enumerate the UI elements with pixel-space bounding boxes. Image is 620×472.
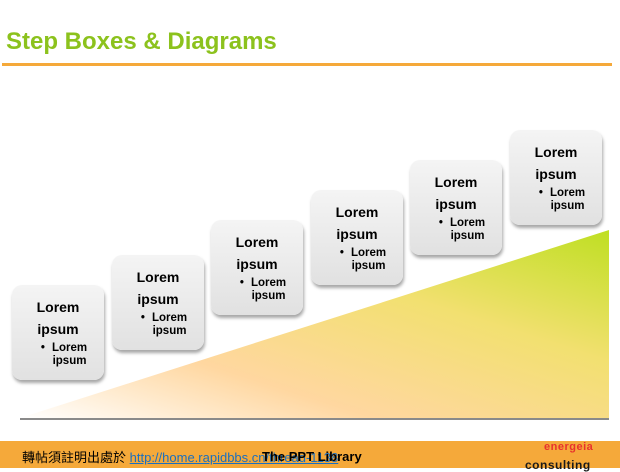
footer-bar	[0, 441, 620, 468]
bullet-dot-icon: •	[239, 277, 244, 289]
title-underline	[2, 63, 612, 66]
brand-logo-line1: energeia	[544, 441, 594, 453]
source-link[interactable]: http://home.rapidbbs.cn/thread-1138	[129, 450, 339, 465]
repost-label: 轉帖須註明出處於	[22, 450, 127, 465]
bullet-dot-icon: •	[40, 342, 45, 354]
footer-repost-note: 轉帖須註明出處於 http://home.rapidbbs.cn/thread-…	[22, 447, 338, 466]
bullet-dot-icon: •	[339, 247, 344, 259]
brand-logo-line2: consulting	[525, 458, 591, 472]
bullet-dot-icon: •	[140, 312, 145, 324]
slide-title: Step Boxes & Diagrams	[6, 28, 277, 55]
ppt-library-label: The PPT Library	[262, 449, 362, 464]
bullet-dot-icon: •	[438, 217, 443, 229]
bullet-dot-icon: •	[538, 187, 543, 199]
